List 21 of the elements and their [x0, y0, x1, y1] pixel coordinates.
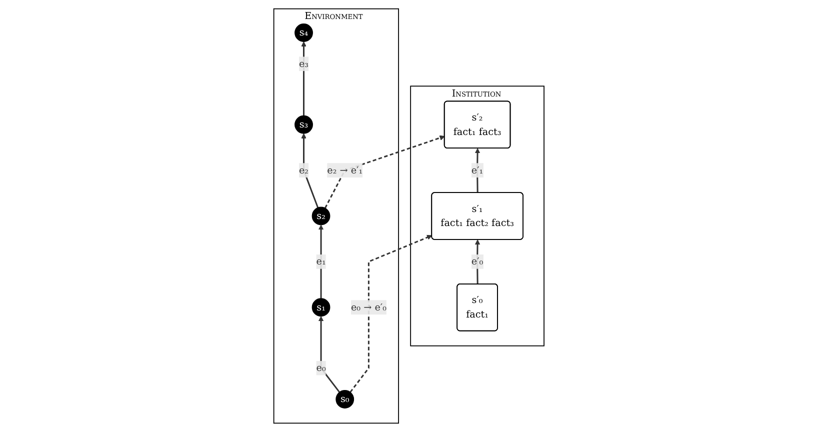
arrow	[301, 133, 319, 208]
edge-label: e₀	[316, 362, 326, 374]
node-circle: s₁	[312, 298, 330, 317]
edge-label: e₃	[299, 58, 309, 70]
arrow	[318, 316, 340, 393]
edge-label: e₀ → e′₀	[351, 301, 387, 313]
arrow	[474, 148, 480, 193]
edge-label: e₁	[316, 256, 326, 268]
node-circle: s₄	[294, 24, 314, 42]
arrow	[474, 240, 480, 284]
edge-label: e₂	[299, 164, 309, 176]
arrow	[324, 135, 445, 208]
arrow	[318, 224, 324, 298]
node-circle: s₀	[336, 390, 354, 408]
node-circle: s₂	[312, 206, 330, 226]
edge-label: e′₀	[472, 256, 484, 268]
edge-label: e₂ → e′₁	[327, 164, 363, 176]
arrow	[301, 41, 306, 116]
node-circle: s₃	[294, 115, 314, 134]
edge-label: e′₁	[472, 164, 484, 176]
arrow	[350, 234, 432, 393]
